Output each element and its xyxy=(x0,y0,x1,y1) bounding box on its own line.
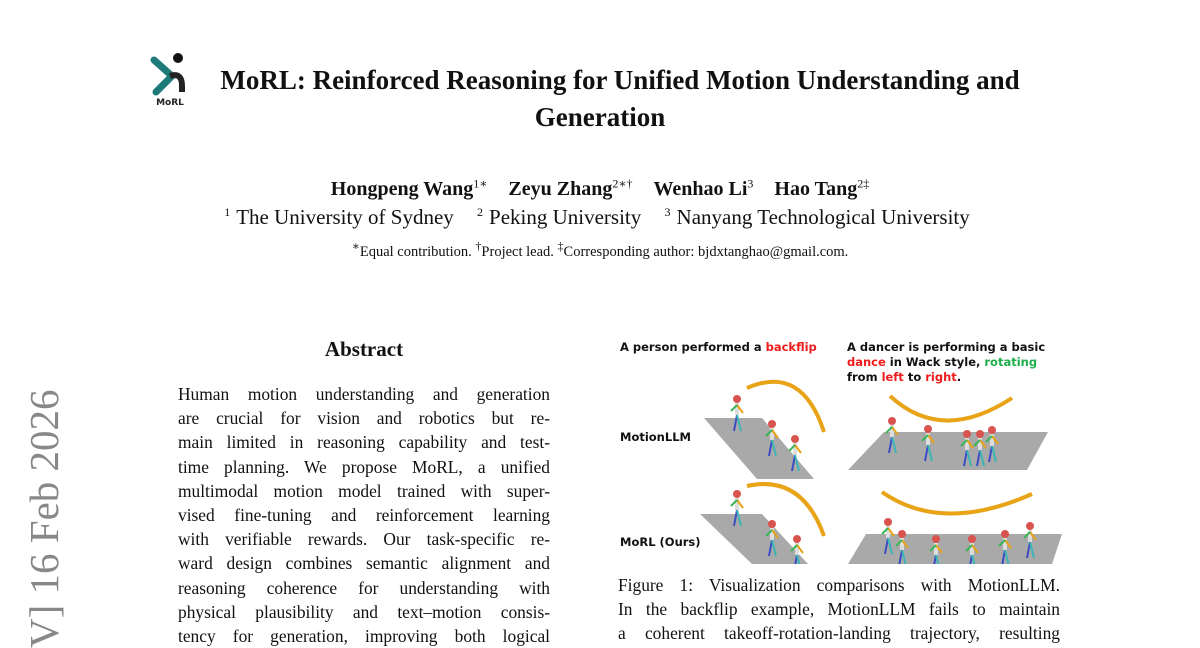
caption-line: a coherent takeoff-rotation-landing traj… xyxy=(618,623,1060,644)
trajectory-arc xyxy=(888,394,1014,423)
note-text: Equal contribution. xyxy=(359,243,476,260)
abstract-line: are crucial for vision and robotics but … xyxy=(178,408,550,429)
affiliation-sup: 2 xyxy=(477,205,484,219)
morl-logo: MoRL xyxy=(150,52,190,108)
prompt-dance: A dancer is performing a basic dance in … xyxy=(847,340,1046,384)
trajectory-arc xyxy=(880,490,1033,516)
row-label-motionllm: MotionLLM xyxy=(620,430,691,444)
author-sup: 2‡ xyxy=(857,176,870,190)
skeleton-figure xyxy=(885,417,899,454)
logo-text: MoRL xyxy=(156,98,184,108)
author: Zeyu Zhang2∗† xyxy=(508,176,633,200)
skeleton-figure xyxy=(895,530,909,564)
skeleton-figure xyxy=(765,420,779,457)
author-notes: ∗Equal contribution. †Project lead. ‡Cor… xyxy=(0,239,1200,261)
abstract-line: tency for generation, improving both log… xyxy=(178,626,550,647)
affiliation-name: Nanyang Technological University xyxy=(676,205,970,229)
paper-title: MoRL: Reinforced Reasoning for Unified M… xyxy=(0,62,1200,136)
abstract-line: reasoning coherence for understanding wi… xyxy=(178,577,550,598)
skeleton-figure xyxy=(790,535,804,564)
affiliation-sup: 1 xyxy=(224,205,231,219)
figure-caption: Figure 1: Visualization comparisons with… xyxy=(618,573,1060,646)
author-sup: 1∗ xyxy=(473,176,488,190)
row-label-morl: MoRL (Ours) xyxy=(620,535,701,549)
caption-line: Figure 1: Visualization comparisons with… xyxy=(618,575,1060,595)
skeleton-figure xyxy=(881,518,895,555)
abstract-line: with verifiable rewards. Our task-specif… xyxy=(178,529,550,550)
skeleton-figure xyxy=(1023,522,1037,559)
caption-line: In the backflip example, MotionLLM fails… xyxy=(618,599,1060,620)
note-mark: ‡ xyxy=(557,239,564,253)
abstract-line: vised fine-tuning and reinforcement lear… xyxy=(178,505,550,526)
skeleton-figure xyxy=(965,535,979,564)
note-mark: † xyxy=(475,239,482,253)
author-name: Zeyu Zhang xyxy=(508,177,613,200)
figure-graphics xyxy=(700,379,1062,564)
author: Hongpeng Wang1∗ xyxy=(330,176,488,200)
skeleton-figure xyxy=(929,535,943,564)
prompt-backflip: A person performed a backflip xyxy=(620,340,817,354)
floor-plane xyxy=(848,432,1048,470)
skeleton-figure xyxy=(973,430,987,467)
abstract-body: Human motion understanding and generatio… xyxy=(178,382,550,648)
affiliation-name: The University of Sydney xyxy=(236,205,454,229)
abstract-line: physical plausibility and text–motion co… xyxy=(178,601,550,622)
trajectory-arc xyxy=(746,482,826,537)
note-mark: ∗ xyxy=(351,239,360,253)
author-name: Wenhao Li xyxy=(653,177,748,200)
abstract-heading: Abstract xyxy=(324,337,404,361)
affiliation-sup: 3 xyxy=(664,205,671,219)
affiliations: 1 The University of Sydney 2 Peking Univer… xyxy=(0,205,1200,230)
skeleton-figure xyxy=(960,430,974,467)
abstract-line: main limited in reasoning capability and… xyxy=(178,432,550,453)
abstract-line: time planning. We propose MoRL, a unifie… xyxy=(178,456,550,477)
author-list: Hongpeng Wang1∗ Zeyu Zhang2∗† Wenhao Li3… xyxy=(0,176,1200,201)
abstract-line: Human motion understanding and generatio… xyxy=(178,384,550,404)
note-text: Project lead. xyxy=(481,243,558,260)
title-line-2: Generation xyxy=(534,102,666,132)
arxiv-stamp: V] 16 Feb 2026 xyxy=(21,389,67,648)
title-line-1: MoRL: Reinforced Reasoning for Unified M… xyxy=(220,65,1020,95)
skeleton-figure xyxy=(998,530,1012,564)
skeleton-figure xyxy=(985,426,999,463)
author-sup: 2∗† xyxy=(612,176,633,190)
affiliation: 3 Nanyang Technological University xyxy=(665,205,976,229)
author-name: Hao Tang xyxy=(774,177,858,200)
skeleton-figures xyxy=(730,395,1037,564)
skeleton-figure xyxy=(730,490,744,527)
skeleton-figure xyxy=(788,435,802,472)
affiliation-name: Peking University xyxy=(489,205,642,229)
affiliation: 1 The University of Sydney xyxy=(224,205,460,229)
author: Wenhao Li3 xyxy=(653,176,754,200)
note-text: Corresponding author: bjdxtanghao@gmail.… xyxy=(563,243,849,260)
skeleton-figure xyxy=(730,395,744,432)
author-name: Hongpeng Wang xyxy=(330,177,474,200)
figure-1: A person performed a backflip A dancer i… xyxy=(612,334,1062,564)
author-sup: 3 xyxy=(747,176,754,190)
affiliation: 2 Peking University xyxy=(477,205,647,229)
floor-plane xyxy=(700,514,808,564)
trajectory-arc xyxy=(746,379,826,433)
author: Hao Tang2‡ xyxy=(774,176,870,200)
abstract-line: multimodal motion model trained with sup… xyxy=(178,480,550,501)
skeleton-figure xyxy=(921,425,935,462)
floor-plane xyxy=(704,418,814,479)
abstract-line: ward design combines semantic alignment … xyxy=(178,553,550,574)
skeleton-figure xyxy=(765,520,779,557)
